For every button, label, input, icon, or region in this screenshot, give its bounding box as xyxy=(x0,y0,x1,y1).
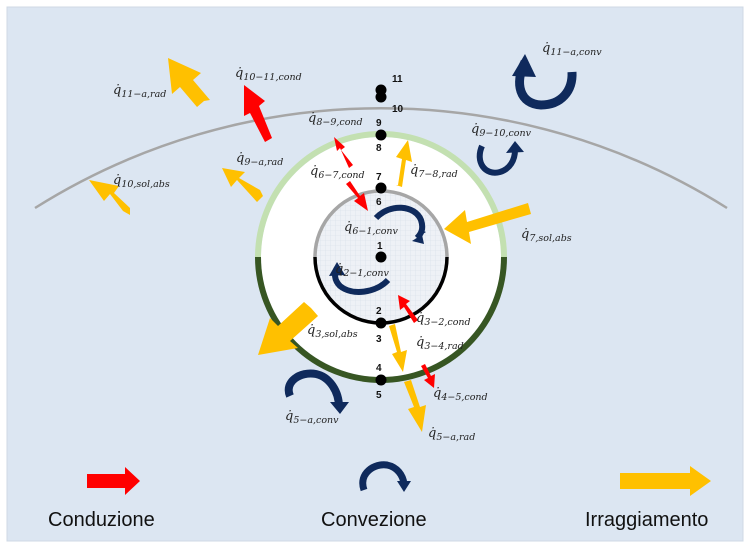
label-q-5-a-conv: q̇5−a,conv xyxy=(285,409,339,426)
node-label-1: 1 xyxy=(377,241,383,252)
node-label-2: 2 xyxy=(376,306,382,317)
radiation-arrow-10-sol xyxy=(89,180,130,215)
node-label-6: 6 xyxy=(376,197,382,208)
convection-arrow-11-a xyxy=(515,59,577,110)
radiation-arrow-11-a xyxy=(168,58,210,107)
node-dot-1 xyxy=(375,251,387,263)
label-q-3-sol-abs: q̇3,sol,abs xyxy=(307,323,358,340)
radiation-arrow-3-sol xyxy=(258,302,318,355)
node-label-7: 7 xyxy=(376,172,382,183)
convection-arrow-9-10 xyxy=(476,144,518,176)
node-dot-4-5 xyxy=(375,374,387,386)
legend-convection-label: Convezione xyxy=(321,509,427,531)
node-dot-6-7 xyxy=(375,182,387,194)
label-q-3-2-cond: q̇3−2,cond xyxy=(416,311,471,328)
legend-radiation-label: Irraggiamento xyxy=(585,509,708,531)
outer-envelope-arc xyxy=(34,107,728,210)
label-q-2-1-conv: q̇2−1,conv xyxy=(335,262,390,279)
label-q-7-8-rad: q̇7−8,rad xyxy=(410,163,458,180)
legend-conduction-label: Conduzione xyxy=(48,509,155,531)
node-label-11: 11 xyxy=(392,74,403,85)
radiation-arrow-3-4 xyxy=(389,324,407,372)
label-q-4-5-cond: q̇4−5,cond xyxy=(433,386,488,403)
radiation-arrow-9-a xyxy=(222,168,263,202)
conduction-arrow-3-2 xyxy=(398,295,418,323)
node-label-5: 5 xyxy=(376,390,382,401)
label-q-10-sol-abs: q̇10,sol,abs xyxy=(113,173,170,190)
label-q-11-a-conv: q̇11−a,conv xyxy=(542,41,602,58)
convection-arrow-5-a xyxy=(284,369,343,408)
node-label-3: 3 xyxy=(376,334,382,345)
label-q-7-sol-abs: q̇7,sol,abs xyxy=(521,227,572,244)
conduction-arrow-6-7 xyxy=(346,181,368,211)
label-q-5-a-rad: q̇5−a,rad xyxy=(428,426,475,443)
conduction-arrow-4-5 xyxy=(421,364,435,388)
label-q-6-7-cond: q̇6−7,cond xyxy=(310,164,365,181)
radiation-arrow-5-a xyxy=(404,380,426,432)
radiation-arrow-7-8 xyxy=(396,140,412,187)
node-label-4: 4 xyxy=(376,363,382,374)
node-dot-2-3 xyxy=(375,317,387,329)
label-q-9-10-conv: q̇9−10,conv xyxy=(471,122,532,139)
conduction-arrow-10-11 xyxy=(244,85,272,142)
radiation-arrow-7-sol xyxy=(444,203,531,244)
label-q-8-9-cond: q̇8−9,cond xyxy=(308,111,363,128)
conduction-arrow-8-9 xyxy=(334,137,353,168)
label-q-10-11-cond: q̇10−11,cond xyxy=(235,66,302,83)
convection-arrow-6-1 xyxy=(373,204,426,241)
node-label-9: 9 xyxy=(376,118,382,129)
label-q-9-a-rad: q̇9−a,rad xyxy=(236,151,283,168)
legend-convection-icon xyxy=(359,461,408,492)
node-label-10: 10 xyxy=(392,104,404,115)
label-q-11-a-rad: q̇11−a,rad xyxy=(113,83,166,100)
legend-radiation-icon xyxy=(620,466,711,496)
node-label-8: 8 xyxy=(376,143,382,154)
label-q-3-4-rad: q̇3−4,rad xyxy=(416,335,464,352)
legend-conduction-icon xyxy=(87,467,140,495)
node-dot-8-9 xyxy=(375,129,387,141)
node-dot-10-11-b xyxy=(375,91,387,103)
label-q-6-1-conv: q̇6−1,conv xyxy=(344,220,399,237)
